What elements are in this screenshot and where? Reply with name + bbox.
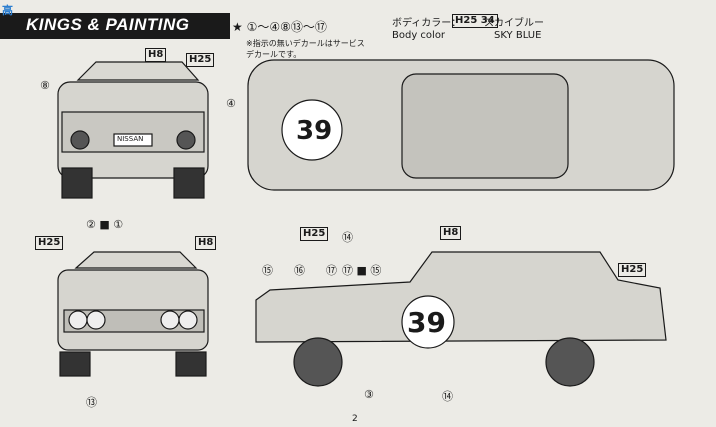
- callout-h8-rear: H8: [145, 47, 167, 62]
- callout-h8-side: H8: [440, 225, 462, 240]
- callout-8: ⑧: [40, 79, 50, 92]
- callout-4: ④: [226, 97, 236, 110]
- note-line-1: ※指示の無いデカールはサービス: [246, 39, 365, 48]
- callout-17: ⑰: [326, 264, 337, 277]
- race-number-side: 39: [407, 306, 446, 339]
- callout-14-top: ⑭: [342, 231, 353, 244]
- callout-h25-rear: H25: [186, 52, 215, 67]
- race-number-top: 39: [296, 116, 333, 146]
- callout-14-side: ⑭: [442, 390, 453, 403]
- body-color-en: Body color: [392, 30, 446, 41]
- rear-plate: NISSAN: [117, 135, 144, 143]
- callout-h25-side: H25: [618, 262, 647, 277]
- note-line-2: デカールです。: [246, 50, 302, 59]
- rear-view: [57, 61, 209, 199]
- callout-h25-front: H25: [35, 235, 64, 250]
- page-number: 2: [352, 414, 358, 424]
- callout-h8-front: H8: [195, 235, 217, 250]
- body-color-codes: H25 34: [452, 13, 498, 28]
- callout-3: ③: [364, 388, 374, 401]
- callout-13: ⑬: [86, 396, 97, 409]
- side-view: [255, 251, 667, 387]
- title-bar: [0, 13, 230, 39]
- callout-2-1: ② ■ ①: [86, 218, 124, 231]
- sky-blue-jp: スカイブルー: [484, 18, 544, 29]
- callout-16: ⑯: [294, 264, 305, 277]
- top-view: [247, 59, 675, 191]
- star-legend: ★ ①～④⑧⑬～⑰: [232, 20, 327, 34]
- callout-17-15: ⑰ ■ ⑮: [342, 264, 382, 277]
- watermark-logo: 高: [2, 4, 13, 17]
- service-decal-note: ※指示の無いデカールはサービス デカールです。: [246, 38, 365, 60]
- page-title: KINGS & PAINTING: [26, 15, 190, 34]
- callout-h25-top: H25: [300, 226, 329, 241]
- front-view: [57, 251, 209, 377]
- body-color-jp: ボディカラー：: [392, 18, 462, 29]
- sky-blue-en: SKY BLUE: [494, 30, 542, 41]
- callout-15: ⑮: [262, 264, 273, 277]
- header: KINGS & PAINTING 高: [0, 0, 230, 40]
